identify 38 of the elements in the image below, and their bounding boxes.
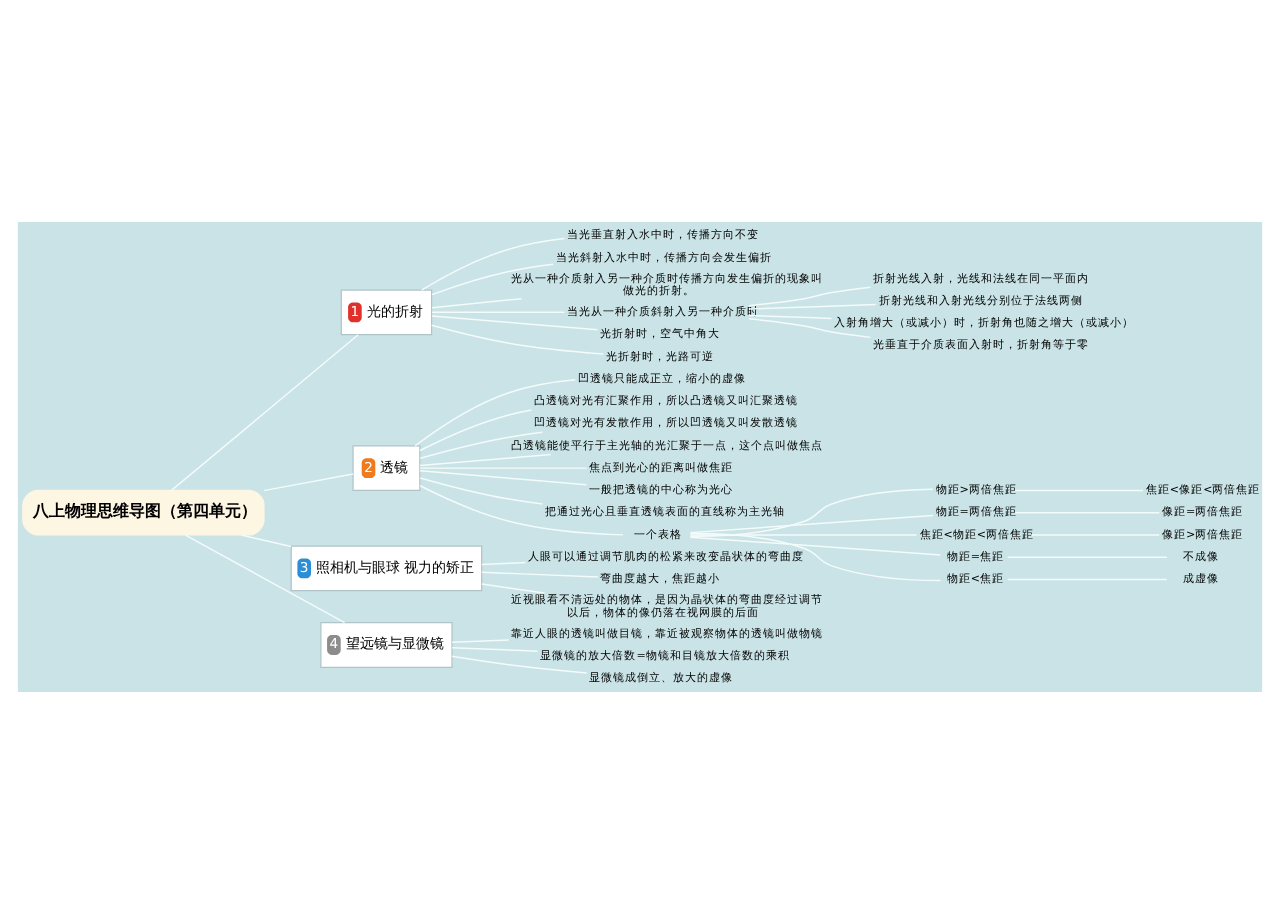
connector — [419, 409, 533, 452]
connector — [748, 314, 833, 320]
connector — [431, 311, 566, 314]
connector — [240, 534, 292, 548]
connector — [689, 532, 942, 582]
connector — [1007, 578, 1168, 581]
connector — [481, 571, 599, 578]
connector — [481, 561, 527, 566]
connector — [689, 536, 942, 556]
connector — [1014, 489, 1144, 492]
connector — [689, 514, 934, 534]
connector — [419, 431, 544, 460]
connector — [431, 315, 599, 331]
connector — [420, 237, 566, 291]
connector — [481, 583, 546, 594]
connector — [184, 534, 346, 624]
connector — [430, 324, 605, 355]
connector — [748, 286, 872, 307]
connector — [414, 379, 577, 447]
connector — [451, 646, 539, 652]
connector — [419, 485, 624, 536]
connector — [689, 488, 934, 537]
connector — [419, 470, 588, 486]
connector — [451, 639, 510, 644]
connector — [451, 655, 588, 674]
connector — [263, 473, 354, 492]
connector — [171, 334, 359, 491]
connector — [1014, 511, 1161, 514]
connector — [1007, 556, 1168, 558]
connector — [1030, 534, 1161, 536]
connector — [419, 467, 588, 469]
connector — [748, 303, 877, 310]
connector — [419, 477, 544, 505]
connector — [419, 453, 552, 467]
connector — [748, 318, 872, 339]
connector — [431, 297, 523, 309]
connector — [431, 263, 555, 296]
connector — [689, 534, 918, 536]
